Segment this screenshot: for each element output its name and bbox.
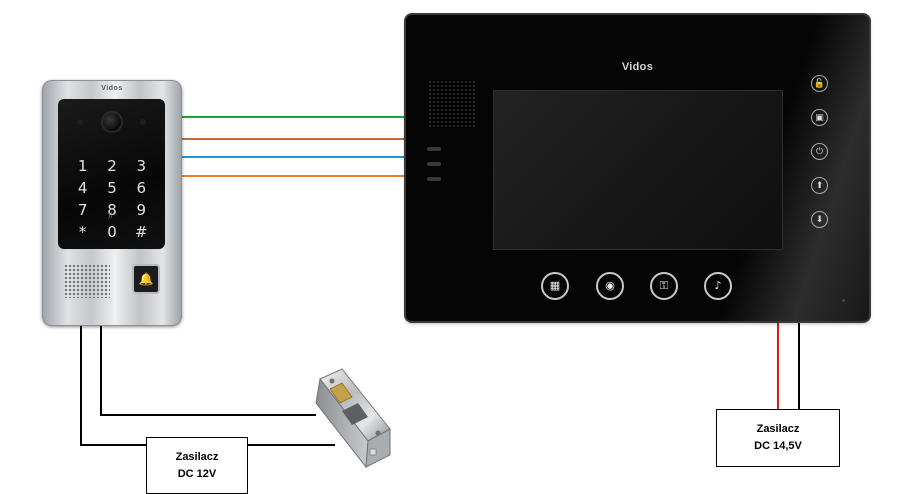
monitor-power-supply: Zasilacz DC 14,5V bbox=[716, 409, 840, 467]
key-star[interactable]: * bbox=[78, 223, 87, 241]
lock-power-supply-voltage: DC 12V bbox=[177, 467, 217, 480]
key-hash[interactable]: # bbox=[135, 223, 148, 241]
key-0[interactable]: 0 bbox=[107, 223, 117, 241]
key-7[interactable]: 7 bbox=[77, 201, 88, 219]
microphone-grille bbox=[428, 80, 476, 128]
key-1[interactable]: 1 bbox=[77, 157, 88, 175]
speaker-grille bbox=[64, 264, 110, 298]
bell-icon: 🔔 bbox=[138, 272, 154, 286]
key-8[interactable]: 8 bbox=[107, 201, 117, 219]
lock-wire-upper bbox=[100, 326, 316, 416]
arrow-down-icon[interactable]: ⬇ bbox=[811, 211, 828, 228]
indoor-monitor: Vidos 🔓 ▣ ⏻ ⬆ ⬇ ▦ ◉ ⚿ ♪ bbox=[406, 15, 869, 321]
arrow-up-icon[interactable]: ⬆ bbox=[811, 177, 828, 194]
lock-power-supply-label: Zasilacz bbox=[175, 450, 219, 463]
status-led-2 bbox=[427, 162, 441, 166]
light-sensor-icon bbox=[77, 119, 83, 125]
lock-wire-lower bbox=[80, 326, 146, 446]
door-station-glass-panel: 1 2 3 4 5 6 7 8 9 * 0 # )) bbox=[58, 99, 165, 249]
lock-power-supply: Zasilacz DC 12V bbox=[146, 437, 248, 494]
key-5[interactable]: 5 bbox=[107, 179, 117, 197]
key-4[interactable]: 4 bbox=[77, 179, 88, 197]
monitor-power-supply-voltage: DC 14,5V bbox=[754, 440, 802, 452]
intercom-icon[interactable]: ▣ bbox=[811, 109, 828, 126]
ir-led-icon bbox=[140, 119, 146, 125]
electric-strike-lock-icon bbox=[315, 368, 391, 469]
gate-key-icon[interactable]: ⚿ bbox=[650, 272, 678, 300]
status-led-3 bbox=[427, 177, 441, 181]
camera-lens-icon bbox=[101, 111, 123, 133]
monitor-screen bbox=[493, 90, 783, 250]
call-button[interactable]: 🔔 bbox=[134, 266, 158, 292]
power-icon[interactable]: ⏻ bbox=[811, 143, 828, 160]
key-9[interactable]: 9 bbox=[136, 201, 147, 219]
monitor-power-supply-label: Zasilacz bbox=[756, 423, 800, 435]
monitor-brand: Vidos bbox=[621, 61, 654, 73]
door-station-logo: Vidos bbox=[101, 85, 123, 92]
record-icon[interactable]: ◉ bbox=[596, 272, 624, 300]
talk-icon[interactable]: ♪ bbox=[704, 272, 732, 300]
key-6[interactable]: 6 bbox=[136, 179, 147, 197]
status-led-1 bbox=[427, 147, 441, 151]
key-2[interactable]: 2 bbox=[107, 157, 117, 175]
rfid-reader-icon: )) bbox=[108, 212, 113, 219]
key-3[interactable]: 3 bbox=[136, 157, 147, 175]
keypad: 1 2 3 4 5 6 7 8 9 * 0 # bbox=[68, 155, 156, 243]
unlock-icon[interactable]: 🔓 bbox=[811, 75, 828, 92]
door-station: Vidos 1 2 3 4 5 6 7 8 9 * 0 # )) 🔔 bbox=[42, 80, 182, 326]
camera-monitor-icon[interactable]: ▦ bbox=[541, 272, 569, 300]
ambient-sensor bbox=[842, 299, 845, 302]
